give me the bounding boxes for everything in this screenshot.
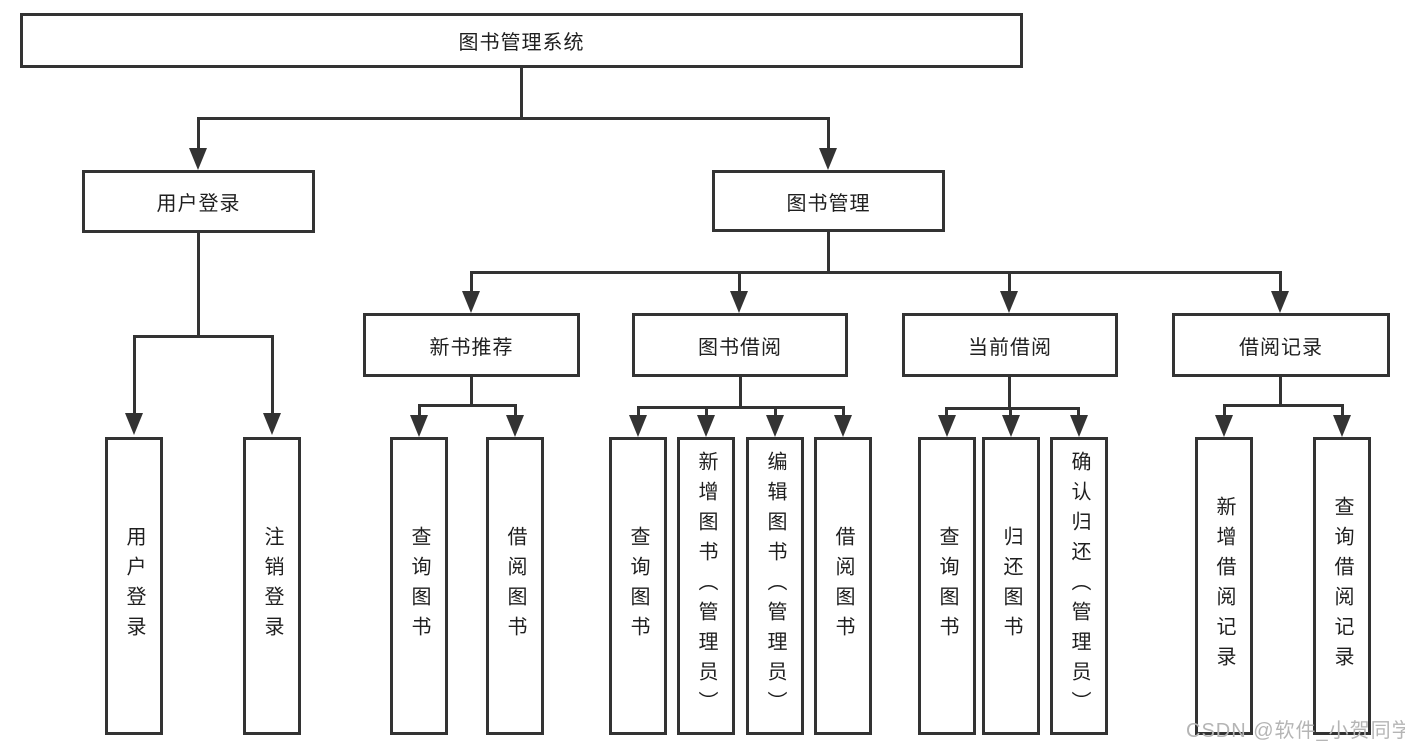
- arrowhead-down-icon: [263, 413, 281, 435]
- leaf-label: 借阅图书: [832, 526, 854, 646]
- arrowhead-down-icon: [125, 413, 143, 435]
- node-new-book-rec-label: 新书推荐: [429, 336, 514, 359]
- arrowhead-down-icon: [1000, 291, 1018, 313]
- connector-line: [197, 117, 830, 120]
- node-leaf-bb-query: 查询图书: [609, 437, 667, 735]
- leaf-label: 编辑图书（管理员）: [764, 451, 786, 721]
- leaf-label: 查询借阅记录: [1331, 496, 1353, 676]
- connector-line: [271, 335, 274, 413]
- node-book-mgmt-label: 图书管理: [786, 192, 871, 215]
- connector-line: [1341, 404, 1344, 415]
- node-leaf-bb-borrow: 借阅图书: [814, 437, 872, 735]
- arrowhead-down-icon: [938, 415, 956, 437]
- node-borrow-records: 借阅记录: [1172, 313, 1390, 377]
- arrowhead-down-icon: [410, 415, 428, 437]
- leaf-label: 借阅图书: [504, 526, 526, 646]
- arrowhead-down-icon: [189, 148, 207, 170]
- connector-line: [1279, 377, 1282, 404]
- connector-line: [133, 335, 274, 338]
- connector-line: [520, 68, 523, 120]
- arrowhead-down-icon: [766, 415, 784, 437]
- connector-line: [197, 117, 200, 150]
- node-leaf-cb-query: 查询图书: [918, 437, 976, 735]
- node-user-login: 用户登录: [82, 170, 315, 233]
- node-root: 图书管理系统: [20, 13, 1023, 68]
- node-leaf-rec-borrow: 借阅图书: [486, 437, 544, 735]
- arrowhead-down-icon: [697, 415, 715, 437]
- arrowhead-down-icon: [1333, 415, 1351, 437]
- node-leaf-bb-edit: 编辑图书（管理员）: [746, 437, 804, 735]
- connector-line: [945, 407, 948, 415]
- leaf-label: 注销登录: [261, 526, 283, 646]
- leaf-label: 新增图书（管理员）: [695, 451, 717, 721]
- leaf-label: 确认归还（管理员）: [1068, 451, 1090, 721]
- connector-line: [133, 335, 136, 413]
- node-leaf-br-add: 新增借阅记录: [1195, 437, 1253, 735]
- leaf-label: 用户登录: [123, 526, 145, 646]
- node-current-borrow-label: 当前借阅: [968, 336, 1052, 359]
- leaf-label: 查询图书: [936, 526, 958, 646]
- arrowhead-down-icon: [506, 415, 524, 437]
- node-leaf-br-query: 查询借阅记录: [1313, 437, 1371, 735]
- connector-line: [705, 406, 708, 415]
- leaf-label: 查询图书: [408, 526, 430, 646]
- arrowhead-down-icon: [1271, 291, 1289, 313]
- connector-line: [738, 271, 741, 291]
- arrowhead-down-icon: [819, 148, 837, 170]
- node-leaf-cb-confirm: 确认归还（管理员）: [1050, 437, 1108, 735]
- connector-line: [1223, 404, 1344, 407]
- connector-line: [1223, 404, 1226, 415]
- connector-line: [842, 406, 845, 415]
- connector-line: [774, 406, 777, 415]
- connector-line: [470, 271, 473, 291]
- node-book-borrow: 图书借阅: [632, 313, 848, 377]
- arrowhead-down-icon: [462, 291, 480, 313]
- leaf-label: 新增借阅记录: [1213, 496, 1235, 676]
- connector-line: [827, 232, 830, 271]
- arrowhead-down-icon: [1070, 415, 1088, 437]
- arrowhead-down-icon: [629, 415, 647, 437]
- node-user-login-label: 用户登录: [156, 193, 241, 215]
- node-book-mgmt: 图书管理: [712, 170, 945, 232]
- arrowhead-down-icon: [834, 415, 852, 437]
- connector-line: [1077, 407, 1080, 415]
- node-leaf-rec-query: 查询图书: [390, 437, 448, 735]
- node-book-borrow-label: 图书借阅: [698, 336, 782, 359]
- connector-line: [827, 117, 830, 150]
- leaf-label: 归还图书: [1000, 526, 1022, 646]
- node-leaf-logout: 注销登录: [243, 437, 301, 735]
- connector-line: [514, 404, 517, 415]
- watermark: CSDN @软件_小贺同学: [1186, 720, 1405, 742]
- node-leaf-cb-return: 归还图书: [982, 437, 1040, 735]
- connector-line: [945, 407, 1080, 410]
- node-current-borrow: 当前借阅: [902, 313, 1118, 377]
- node-new-book-rec: 新书推荐: [363, 313, 580, 377]
- connector-line: [1008, 377, 1011, 407]
- connector-line: [739, 377, 742, 406]
- connector-line: [1279, 271, 1282, 291]
- node-leaf-user-login: 用户登录: [105, 437, 163, 735]
- connector-line: [197, 233, 200, 335]
- leaf-label: 查询图书: [627, 526, 649, 646]
- connector-line: [637, 406, 845, 409]
- connector-line: [418, 404, 421, 415]
- connector-line: [1008, 271, 1011, 291]
- arrowhead-down-icon: [1002, 415, 1020, 437]
- node-leaf-bb-add: 新增图书（管理员）: [677, 437, 735, 735]
- arrowhead-down-icon: [1215, 415, 1233, 437]
- arrowhead-down-icon: [730, 291, 748, 313]
- node-borrow-records-label: 借阅记录: [1239, 336, 1323, 359]
- connector-line: [470, 271, 1282, 274]
- node-root-label: 图书管理系统: [458, 32, 585, 54]
- connector-line: [418, 404, 517, 407]
- connector-line: [1009, 407, 1012, 415]
- connector-line: [470, 377, 473, 404]
- connector-line: [637, 406, 640, 415]
